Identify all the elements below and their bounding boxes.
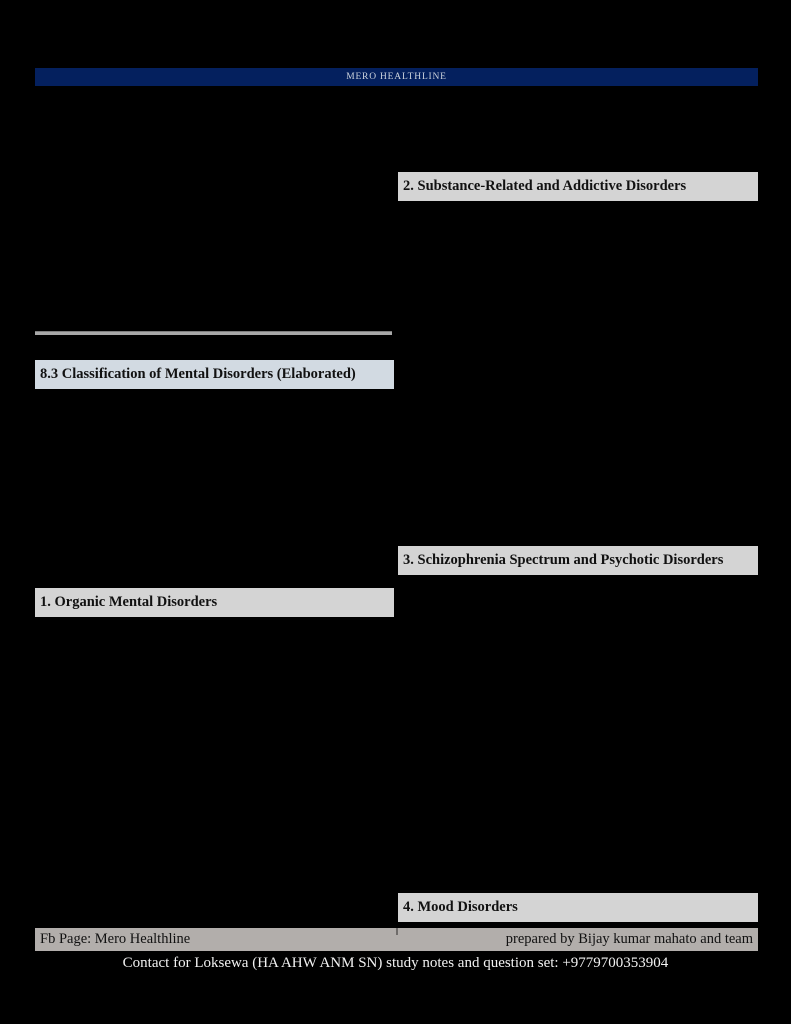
footer-band	[35, 928, 758, 951]
page-header-banner: MERO HEALTHLINE	[35, 68, 758, 86]
right-column	[398, 100, 758, 920]
footer-prepared-by: prepared by Bijay kumar mahato and team	[505, 931, 753, 947]
heading-organic-mental-disorders: 1. Organic Mental Disorders	[35, 588, 394, 617]
footer-facebook-page: Fb Page: Mero Healthline	[40, 931, 191, 947]
heading-classification-of-mental-disorders: 8.3 Classification of Mental Disorders (…	[35, 360, 394, 389]
heading-schizophrenia-spectrum-and-psychotic-disorders: 3. Schizophrenia Spectrum and Psychotic …	[398, 546, 758, 575]
heading-mood-disorders: 4. Mood Disorders	[398, 893, 758, 922]
section-divider-rule	[35, 331, 392, 335]
banner-title: MERO HEALTHLINE	[346, 72, 447, 82]
heading-substance-related-and-addictive-disorders: 2. Substance-Related and Addictive Disor…	[398, 172, 758, 201]
footer-column-tick	[396, 928, 398, 935]
contact-line: Contact for Loksewa (HA AHW ANM SN) stud…	[122, 955, 669, 971]
left-column	[35, 100, 394, 920]
